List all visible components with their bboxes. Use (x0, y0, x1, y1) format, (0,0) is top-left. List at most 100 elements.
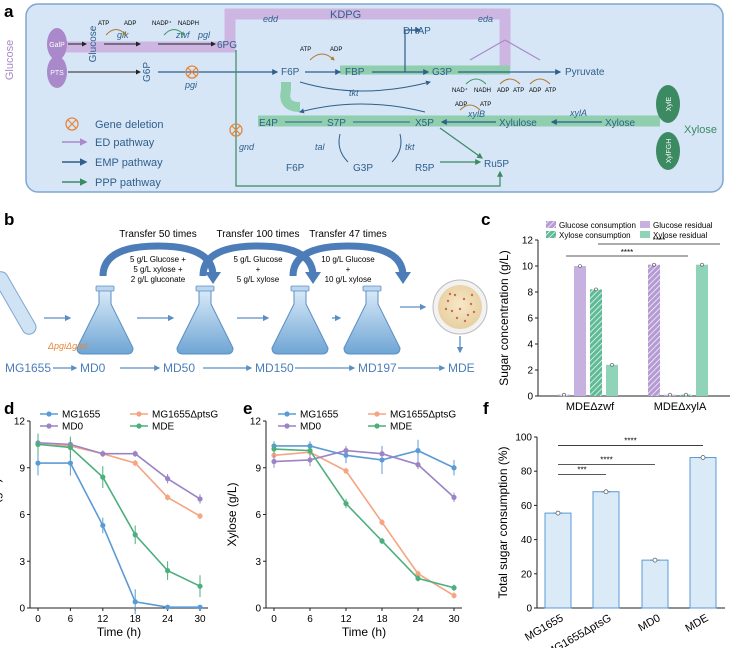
x-tick-label: 12 (340, 614, 352, 625)
colony (444, 307, 448, 311)
glk-atp: ATP (98, 21, 109, 27)
data-point (610, 362, 614, 367)
strain-label: MD0 (80, 361, 106, 375)
data-point (165, 604, 171, 610)
y-tick-label: 4 (527, 340, 533, 351)
flask-neck (195, 285, 215, 292)
eda-split (469, 39, 541, 61)
pfk-atp: ATP (300, 47, 311, 53)
y-tick-label: 0 (255, 604, 261, 615)
data-point (35, 460, 41, 466)
flask-icon (271, 289, 329, 355)
medium-line-1: 5 g/L Glucose + (130, 255, 186, 264)
legend-swatch (546, 221, 556, 228)
data-point (197, 513, 203, 519)
strain-label: MD150 (255, 361, 294, 375)
data-point (100, 451, 106, 457)
flask-neck (95, 285, 115, 292)
zwf-nadph: NADPH (178, 21, 199, 27)
colony (455, 316, 459, 320)
sig-label: **** (653, 236, 665, 245)
series-line (273, 451, 455, 597)
zwf-gene: zwf (175, 30, 191, 40)
adp-2: ADP (529, 88, 541, 94)
data-point (132, 532, 138, 538)
petri-dish-agar (438, 285, 482, 329)
bar (696, 264, 708, 396)
fbp-node: FBP (345, 67, 365, 78)
g3p2-node: G3P (353, 163, 373, 174)
glucose-external: Glucose (4, 40, 16, 80)
y-axis-label: Total sugar consumption (%) (496, 446, 510, 598)
transfer-title: Transfer 50 times (119, 229, 196, 240)
xylose-external: Xylose (684, 124, 717, 136)
x-tick-label: 0 (271, 614, 277, 625)
legend-label: Xylose consumption (559, 231, 631, 240)
data-point (67, 460, 73, 466)
x-tick-label: 30 (194, 614, 206, 625)
data-point (415, 448, 421, 454)
data-point (379, 451, 385, 457)
legend-swatch (640, 221, 650, 228)
data-point (132, 451, 138, 457)
tkt-arrow-top (299, 80, 431, 92)
data-point (700, 262, 704, 267)
colony (448, 292, 452, 296)
atp-2: ATP (545, 88, 556, 94)
xylb-gene: xylB (467, 109, 485, 119)
legend-label: Xylose residual (653, 231, 707, 240)
legend-marker (374, 423, 380, 429)
x-tick-label: 0 (35, 614, 41, 625)
galp-transporter (47, 28, 67, 60)
colony (453, 293, 457, 297)
gnd-gene: gnd (239, 142, 255, 152)
xylfgh-label: XylFGH (666, 139, 673, 164)
y-tick-label: 6 (19, 510, 25, 521)
zwf-cofactor-arc (163, 29, 185, 36)
data-point (197, 496, 203, 502)
legend-swatch (640, 231, 650, 238)
tkt-arrow-back (299, 103, 426, 114)
x-axis-label: Time (h) (97, 625, 141, 639)
flask-neck (290, 285, 310, 292)
legend-label: MDE (390, 422, 413, 433)
y-tick-label: 0 (526, 604, 532, 615)
transfer-arrow-head (395, 272, 411, 284)
colony (462, 297, 466, 301)
panel-label-b: b (4, 210, 14, 229)
legend-label: MG1655ΔptsG (152, 410, 218, 421)
legend-label: MDE (152, 422, 175, 433)
transfer-title: Transfer 47 times (309, 229, 386, 240)
medium-line-1: 10 g/L Glucose (321, 255, 375, 264)
panel-label-a: a (4, 2, 14, 21)
tal-gene: tal (315, 142, 326, 152)
gnd-deletion-icon (229, 123, 243, 137)
bar (606, 364, 618, 396)
series-line (273, 448, 455, 589)
legend-emp-text: EMP pathway (95, 157, 163, 169)
x-tick-label: 24 (412, 614, 424, 625)
6pg-node: 6PG (217, 40, 237, 51)
strain-label: MG1655 (5, 361, 51, 375)
legend-marker (46, 423, 52, 429)
transfer-arrow-head (205, 272, 221, 284)
bar (590, 289, 602, 396)
legend-label: Glucose consumption (559, 221, 636, 230)
dhap-node: DHAP (403, 26, 431, 37)
strain-label: MDE (448, 361, 475, 375)
legend-label: MG1655 (62, 410, 101, 421)
adp-1: ADP (497, 88, 509, 94)
y-tick-label: 3 (19, 557, 25, 568)
data-point (451, 494, 457, 500)
pgi-deletion-icon (185, 65, 199, 79)
legend-marker (374, 411, 380, 417)
x-tick-label: 24 (162, 614, 174, 625)
y-tick-label: 2 (527, 366, 533, 377)
kdpg-node: KDPG (330, 9, 361, 21)
gapdh-arc (465, 78, 487, 85)
x-axis-label: Time (h) (342, 625, 386, 639)
flask-icon (343, 289, 401, 355)
